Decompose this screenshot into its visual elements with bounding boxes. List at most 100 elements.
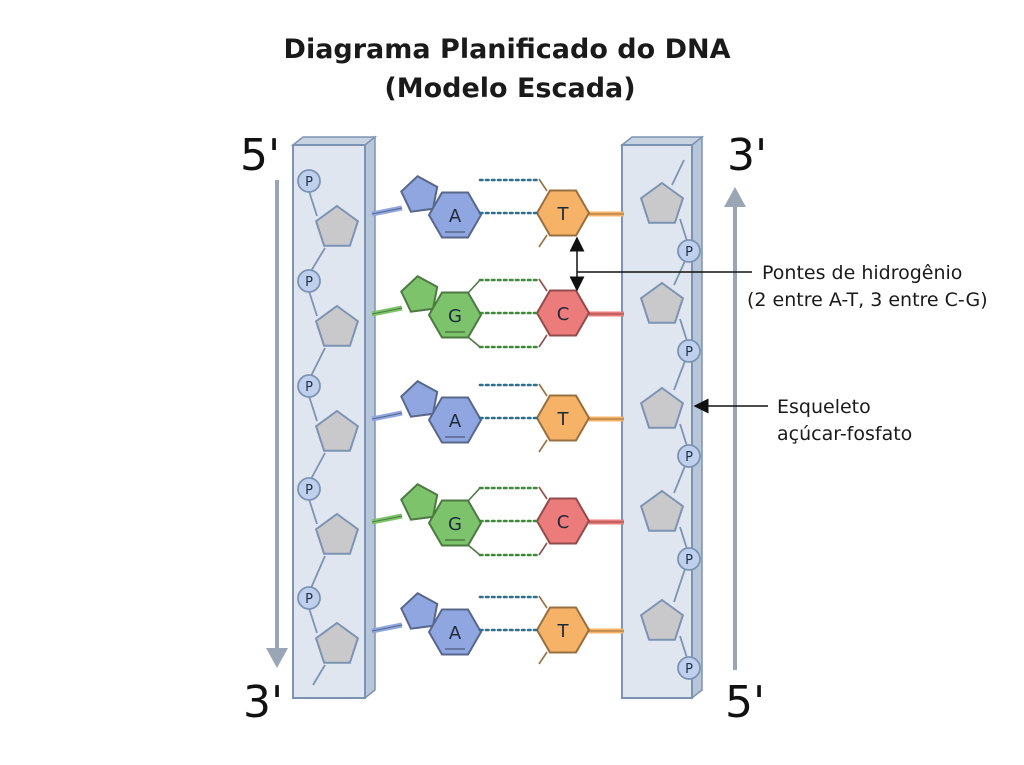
right-phosphate (677, 339, 701, 363)
title-line-1: Diagrama Planificado do DNA (284, 34, 731, 65)
left-phosphate-label: P (305, 483, 313, 498)
left-glycosidic-bond-edge (371, 515, 403, 523)
backbone-label-line-1: Esqueleto (777, 396, 871, 418)
left-base-carbonyl (467, 279, 481, 294)
adenine-five-ring (400, 174, 439, 213)
right-base-substituent (538, 486, 548, 500)
left-sugar-pentagon (314, 304, 360, 347)
left-phosphodiester-bond (310, 247, 326, 272)
left-base-amine (467, 336, 481, 348)
left-phosphodiester-bond (310, 347, 326, 377)
left-phosphate-label: P (305, 275, 313, 290)
left-phosphate (297, 586, 321, 610)
left-top-end-label: 5' (240, 130, 280, 181)
left-phosphate (297, 169, 321, 193)
right-phosphodiester-bond (679, 526, 688, 550)
right-base-letter: T (557, 204, 570, 225)
left-phosphate (297, 374, 321, 398)
right-sugar-pentagon (639, 281, 685, 324)
left-phosphate-label: P (305, 175, 313, 190)
left-phosphate (297, 477, 321, 501)
right-sugar-pentagon (639, 489, 685, 532)
left-base-letter: A (449, 623, 462, 644)
left-base-letter: G (448, 514, 462, 535)
left-base-carbonyl (467, 487, 481, 502)
right-base-substituent (538, 178, 548, 192)
adenine-five-ring (400, 591, 439, 630)
left-phosphodiester-bond (308, 290, 318, 317)
right-phosphate-label: P (685, 345, 693, 360)
right-phosphate (677, 656, 701, 680)
left-sugar-phosphate-chain: P P P P P (297, 169, 360, 686)
left-phosphate (297, 269, 321, 293)
left-glycosidic-bond-edge (371, 207, 403, 215)
right-base-substituent (538, 234, 548, 248)
left-glycosidic-bond-edge (371, 307, 403, 315)
right-phosphate (677, 547, 701, 571)
left-phosphodiester-bond (310, 452, 326, 480)
left-chain-end (312, 664, 326, 686)
guanine-five-ring (400, 274, 439, 313)
right-base-substituent (538, 651, 548, 665)
adenine-hexagon (427, 608, 483, 656)
hydrogen-bond-label-line-2: (2 entre A-T, 3 entre C-G) (747, 289, 988, 311)
left-bottom-end-label: 3' (243, 677, 283, 728)
right-phosphate-label: P (685, 450, 693, 465)
left-phosphate-label: P (305, 592, 313, 607)
right-sugar-pentagon (639, 181, 685, 224)
right-bottom-end-label: 5' (725, 677, 765, 728)
left-phosphate-label: P (305, 380, 313, 395)
guanine-five-ring (400, 482, 439, 521)
right-top-end-label: 3' (727, 130, 767, 181)
left-sugar-pentagon (314, 621, 360, 664)
right-base-substituent (538, 595, 548, 609)
title-line-2: (Modelo Escada) (384, 73, 635, 104)
left-phosphodiester-bond (308, 190, 318, 217)
right-sugar-pentagon (639, 598, 685, 641)
left-sugar-pentagon (314, 409, 360, 452)
right-phosphate (677, 239, 701, 263)
adenine-five-ring (400, 379, 439, 418)
hydrogen-bond-callout (569, 236, 752, 292)
left-phosphodiester-bond (308, 498, 318, 525)
right-base-letter: C (557, 304, 570, 325)
right-direction-arrow (724, 187, 746, 670)
left-base-letter: A (449, 206, 462, 227)
right-base-substituent (538, 334, 548, 348)
right-phosphate-label: P (685, 553, 693, 568)
right-phosphodiester-bond (679, 423, 688, 447)
left-phosphodiester-bond (308, 607, 318, 634)
right-base-letter: C (557, 512, 570, 533)
left-sugar-pentagon (314, 204, 360, 247)
right-phosphate-label: P (685, 245, 693, 260)
left-phosphodiester-bond (308, 395, 318, 422)
left-glycosidic-bond-edge (371, 624, 403, 632)
right-phosphodiester-bond (673, 260, 686, 286)
right-phosphate-label: P (685, 662, 693, 677)
right-phosphodiester-bond (679, 635, 688, 659)
right-base-substituent (538, 439, 548, 453)
right-base-letter: T (557, 621, 570, 642)
left-base-letter: G (448, 306, 462, 327)
left-base-letter: A (449, 411, 462, 432)
adenine-hexagon (427, 191, 483, 239)
right-base-substituent (538, 542, 548, 556)
left-sugar-pentagon (314, 512, 360, 555)
right-phosphodiester-bond (679, 218, 688, 242)
adenine-hexagon (427, 396, 483, 444)
backbone-label-line-2: açúcar-fosfato (777, 423, 912, 445)
right-sugar-pentagon (639, 386, 685, 429)
right-phosphodiester-bond (673, 568, 686, 603)
right-base-substituent (538, 278, 548, 292)
left-glycosidic-bond-edge (371, 412, 403, 420)
hydrogen-bond-label-line-1: Pontes de hidrogênio (762, 262, 962, 284)
left-direction-arrow (266, 180, 288, 668)
right-chain-end (671, 159, 685, 186)
left-phosphodiester-bond (310, 555, 326, 589)
